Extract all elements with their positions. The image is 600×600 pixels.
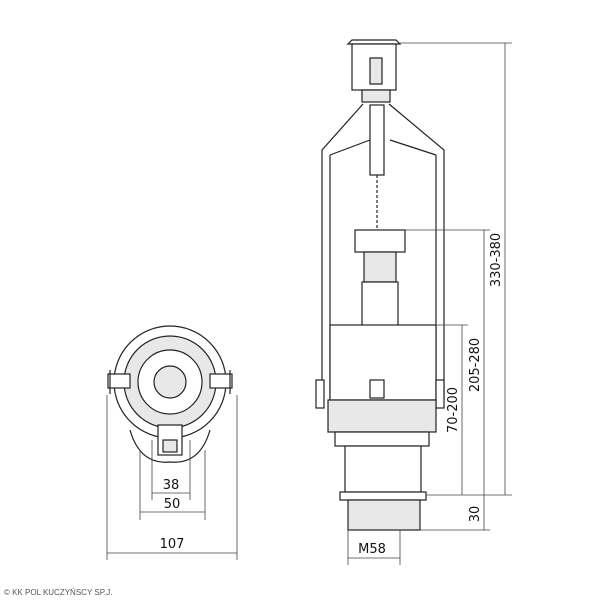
dim-330-380: 330-380 bbox=[489, 233, 504, 287]
dim-70-200: 70-200 bbox=[446, 387, 461, 433]
side-view bbox=[315, 39, 445, 531]
dim-50: 50 bbox=[164, 497, 181, 512]
dim-205-280: 205-280 bbox=[468, 338, 483, 392]
dim-30: 30 bbox=[468, 506, 483, 523]
top-view-dimensions: 38 50 107 bbox=[106, 395, 238, 560]
watermark: © KK POL KUCZYŃSCY SP.J. bbox=[4, 588, 113, 597]
dim-107: 107 bbox=[160, 537, 185, 552]
dim-38: 38 bbox=[163, 478, 180, 493]
side-view-dimensions: 330-380 205-280 70-200 30 M58 bbox=[347, 42, 512, 565]
dim-m58: M58 bbox=[358, 542, 386, 557]
top-view bbox=[107, 325, 233, 463]
